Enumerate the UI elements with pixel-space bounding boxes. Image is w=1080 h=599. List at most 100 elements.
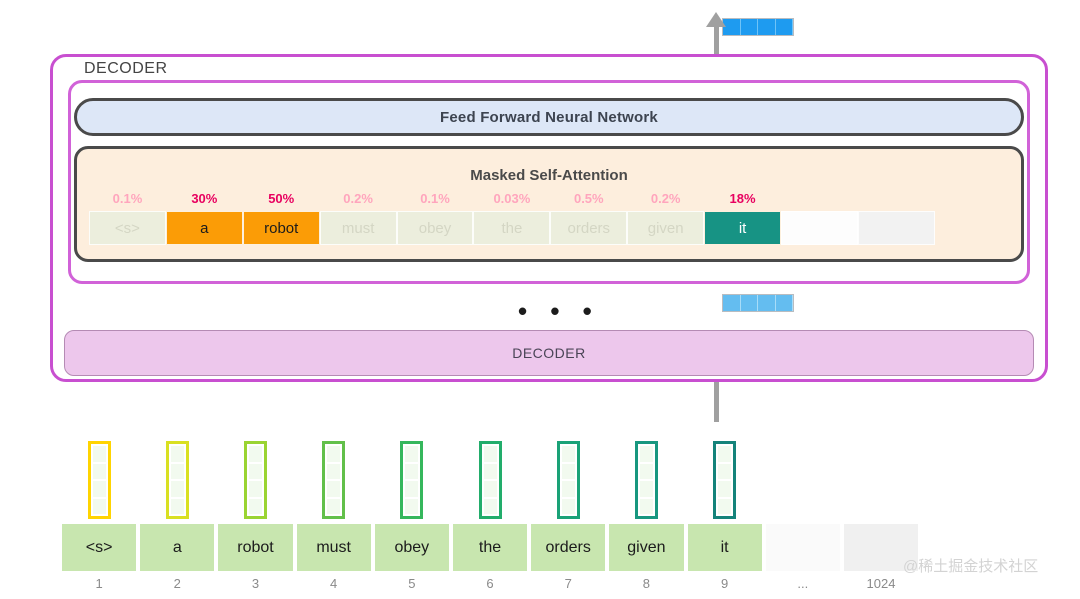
- attention-weight-label: 0.2%: [650, 191, 681, 206]
- embedding-column: [686, 441, 764, 519]
- attention-token-cell[interactable]: obey: [396, 211, 474, 245]
- position-index-label: 7: [564, 576, 572, 591]
- embedding-cell: [405, 463, 419, 479]
- input-token-cell[interactable]: orders: [531, 524, 606, 571]
- input-token-column: robot: [216, 524, 294, 571]
- input-token-cell[interactable]: <s>: [62, 524, 137, 571]
- input-token-cell[interactable]: the: [452, 524, 528, 571]
- position-index-label: 6: [486, 576, 494, 591]
- position-index-label: ...: [797, 576, 809, 591]
- input-token-cell[interactable]: must: [296, 524, 371, 571]
- input-token-column: obey: [373, 524, 451, 571]
- embedding-column: [295, 441, 373, 519]
- input-token-column: [842, 524, 920, 571]
- input-token-column: a: [138, 524, 216, 571]
- embedding-vector: [634, 441, 658, 519]
- attention-token-cell[interactable]: the: [473, 211, 551, 245]
- embedding-cell: [639, 498, 653, 514]
- embedding-column: [60, 441, 138, 519]
- position-index-label: 1024: [866, 576, 896, 591]
- attention-column: 0.2% must: [319, 187, 397, 249]
- attention-token-cell[interactable]: it: [704, 211, 782, 245]
- embedding-cell: [92, 498, 106, 514]
- vector-cell: [775, 19, 793, 35]
- input-token-cell[interactable]: it: [687, 524, 762, 571]
- embedding-cell: [170, 498, 184, 514]
- decoder-stack-label: DECODER: [84, 60, 168, 77]
- position-index-label: 3: [251, 576, 260, 591]
- output-vector-middle: [722, 294, 794, 312]
- attention-column: 0.2% given: [627, 187, 705, 249]
- embedding-cell: [483, 481, 497, 497]
- embedding-cell: [92, 481, 106, 497]
- attention-column: [857, 187, 935, 249]
- embedding-vector: [556, 441, 580, 519]
- attention-token-cell[interactable]: orders: [550, 211, 628, 245]
- flow-arrow-head-icon: [706, 12, 726, 27]
- input-token-cell[interactable]: [765, 524, 840, 571]
- attention-column: 50%robot: [242, 187, 320, 249]
- feed-forward-neural-network-box: Feed Forward Neural Network: [74, 98, 1024, 136]
- embedding-cell: [248, 463, 262, 479]
- position-index-label: 9: [720, 576, 729, 591]
- embedding-cell: [718, 498, 732, 514]
- embedding-column: [607, 441, 685, 519]
- attention-column: 18%it: [704, 187, 782, 249]
- embedding-cell: [92, 463, 106, 479]
- embedding-cell: [483, 446, 497, 462]
- embedding-cell: [248, 446, 262, 462]
- embedding-cell: [170, 463, 184, 479]
- attention-token-cell[interactable]: must: [319, 211, 397, 245]
- attention-token-cell[interactable]: a: [165, 211, 243, 245]
- input-token-cell[interactable]: a: [140, 524, 215, 571]
- vector-cell: [758, 295, 776, 311]
- input-token-column: it: [686, 524, 764, 571]
- embedding-cell: [483, 463, 497, 479]
- embedding-cell: [248, 481, 262, 497]
- embedding-column: [216, 441, 294, 519]
- attention-token-cell[interactable]: <s>: [89, 211, 166, 245]
- attention-column: 30%a: [165, 187, 243, 249]
- embedding-cell: [327, 446, 341, 462]
- embedding-column: [138, 441, 216, 519]
- input-token-cell[interactable]: robot: [218, 524, 293, 571]
- attention-token-cell[interactable]: [857, 211, 935, 245]
- attention-column: 0.03%the: [473, 187, 551, 249]
- embedding-cell: [483, 498, 497, 514]
- attention-token-cell[interactable]: robot: [242, 211, 320, 245]
- embedding-cell: [405, 498, 419, 514]
- vertical-ellipsis: • • •: [518, 296, 600, 326]
- vector-cell: [758, 19, 776, 35]
- embedding-cell: [639, 463, 653, 479]
- attention-weight-label: 0.1%: [112, 191, 143, 206]
- attention-token-cell[interactable]: given: [627, 211, 705, 245]
- embedding-cell: [170, 481, 184, 497]
- input-token-column: the: [451, 524, 529, 571]
- embedding-column: [373, 441, 451, 519]
- vector-cell: [740, 295, 758, 311]
- attention-weight-label: 0.2%: [343, 191, 373, 206]
- position-index-label: 1: [95, 576, 103, 591]
- input-token-column: <s>: [60, 524, 138, 571]
- embedding-cell: [718, 463, 732, 479]
- embedding-cell: [170, 446, 184, 462]
- embedding-cell: [405, 446, 419, 462]
- position-index-label: 8: [642, 576, 651, 591]
- vector-cell: [775, 295, 793, 311]
- position-index-label: 5: [408, 576, 416, 591]
- input-token-cell[interactable]: given: [609, 524, 684, 571]
- input-token-cell[interactable]: [843, 524, 919, 571]
- embedding-cell: [639, 446, 653, 462]
- attention-column: 0.1%obey: [396, 187, 474, 249]
- embedding-vector: [322, 441, 346, 519]
- embedding-cell: [92, 446, 106, 462]
- attention-token-cell[interactable]: [781, 211, 858, 245]
- embedding-cell: [561, 446, 575, 462]
- watermark-text: @稀土掘金技术社区: [903, 558, 1039, 575]
- vector-cell: [723, 19, 741, 35]
- embedding-vector: [87, 441, 111, 519]
- input-token-cell[interactable]: obey: [374, 524, 449, 571]
